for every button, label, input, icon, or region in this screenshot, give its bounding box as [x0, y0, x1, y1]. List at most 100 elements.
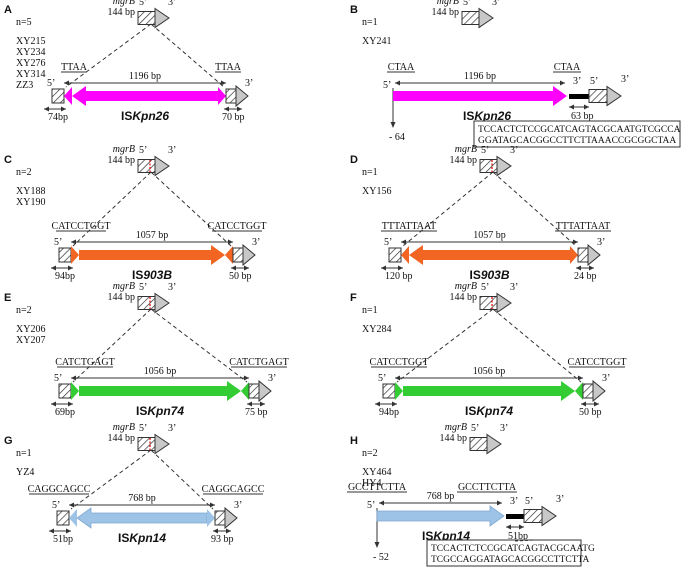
F-5prime: 5’ [378, 373, 386, 384]
C-right-dist-left-tip [231, 265, 236, 271]
B-sequence-line: GGATAGCACGGCCTTCTTAAACCGCGGCTAA [478, 136, 676, 146]
B-deletion: 63 bp [571, 111, 594, 122]
A-left-dist-right-tip [61, 106, 66, 112]
E-mgrB-arrow-head [154, 292, 170, 314]
C-ir-left [71, 246, 79, 264]
G-right-dist-right-tip [226, 528, 231, 534]
G-panel-letter: G [4, 435, 13, 447]
H-callout [514, 539, 535, 542]
B-sample-count: n=1 [362, 17, 378, 28]
C-right-flank [232, 247, 244, 263]
B-mgrB-insert-shaft [588, 89, 608, 103]
F-ir-right [575, 382, 583, 400]
B-panel-letter: B [350, 4, 358, 16]
B-mgr-3prime: 3’ [621, 74, 629, 85]
E-left-dist-right-tip [68, 401, 73, 407]
C-left-distance: 94bp [55, 271, 75, 282]
E-right-dist-left-tip [247, 401, 252, 407]
D-3prime: 3’ [597, 237, 605, 248]
E-ir-right [241, 382, 249, 400]
F-3prime: 3’ [602, 373, 610, 384]
F-length-dim-left-tip [395, 375, 400, 381]
A-length-dim-left-tip [64, 80, 69, 86]
D-mgrB-label: mgrB [455, 144, 477, 155]
A-top-3prime: 3’ [168, 0, 176, 8]
A-mgrB-arrow-head [154, 7, 170, 29]
E-left-dist-left-tip [51, 401, 56, 407]
C-right-dist-right-tip [244, 265, 249, 271]
G-strain: YZ4 [16, 467, 34, 478]
D-left-dist-right-tip [398, 265, 403, 271]
E-strain: XY206 [16, 324, 45, 335]
B-is-length: 1196 bp [464, 71, 496, 82]
D-5prime: 5’ [384, 237, 392, 248]
F-top-3prime: 3’ [510, 282, 518, 293]
C-left-dist-right-tip [68, 265, 73, 271]
B-is-3prime: 3’ [573, 76, 581, 87]
B-top-5prime: 5’ [463, 0, 471, 8]
C-ir-right [225, 246, 233, 264]
A-right-dist-right-tip [237, 106, 242, 112]
F-sample-count: n=1 [362, 305, 378, 316]
H-sequence-line: TCCACTCTCCGCATCAGTACGCAATG [431, 544, 595, 554]
H-mgr-5prime: 5’ [525, 496, 533, 507]
C-panel-letter: C [4, 154, 12, 166]
F-left-flank [382, 383, 396, 399]
E-is-label: ISKpn74 [136, 404, 184, 418]
B-5prime: 5’ [383, 80, 391, 91]
G-guide-left [70, 449, 152, 510]
F-guide-right [492, 308, 582, 383]
F-right-distance: 50 bp [579, 407, 602, 418]
B-strain: XY241 [362, 36, 391, 47]
A-sample-count: n=5 [16, 17, 32, 28]
A-5prime: 5’ [47, 78, 55, 89]
H-deleted-region [506, 514, 524, 519]
G-left-distance: 51bp [53, 534, 73, 545]
G-right-dist-left-tip [213, 528, 218, 534]
D-right-flank [577, 247, 589, 263]
B-is-label: ISKpn26 [463, 109, 511, 123]
F-ir-left [395, 382, 403, 400]
F-dr-right: CATCCTGGT [568, 357, 627, 368]
F-is-length: 1056 bp [473, 366, 506, 377]
D-left-distance: 120 bp [385, 271, 413, 282]
B-dr-right: CTAA [554, 62, 581, 73]
B-mgrB-arrow-head [478, 7, 494, 29]
F-dr-left: CATCCTGGT [370, 357, 429, 368]
E-mgrB-length: 144 bp [108, 292, 136, 303]
E-right-flank [248, 383, 260, 399]
D-right-dist-right-tip [589, 265, 594, 271]
B-deletion-dim-right-tip [584, 104, 589, 110]
F-right-head [592, 379, 606, 403]
D-length-dim-right-tip [573, 239, 578, 245]
B-mgrB-length: 144 bp [432, 7, 460, 18]
E-is-element [79, 381, 241, 401]
H-strain: XY464 [362, 467, 391, 478]
H-deletion-dim-left-tip [506, 524, 511, 530]
A-strain: XY215 [16, 36, 45, 47]
A-mgrB-arrow-shaft [137, 11, 156, 25]
H-top-5prime: 5’ [471, 423, 479, 434]
D-guide-left [402, 171, 494, 247]
B-mgrB-arrow-shaft [461, 11, 480, 25]
B-deleted-region [569, 94, 589, 99]
G-mgrB-label: mgrB [113, 422, 135, 433]
F-top-5prime: 5’ [481, 282, 489, 293]
H-mgrB-insert-head [541, 505, 557, 527]
D-mgrB-length: 144 bp [450, 155, 478, 166]
B-mgrB-insert-head [606, 85, 622, 107]
C-5prime: 5’ [54, 237, 62, 248]
G-right-head [224, 506, 238, 530]
B-mgrB-label: mgrB [437, 0, 459, 7]
F-is-element [403, 381, 575, 401]
H-is-length: 768 bp [427, 491, 455, 502]
H-sequence-line: TCGCCAGGATAGCACGGCCTTCTTA [431, 555, 590, 565]
F-mgrB-label: mgrB [455, 281, 477, 292]
F-strain: XY284 [362, 324, 391, 335]
B-dr-left: CTAA [388, 62, 415, 73]
A-guide-right [150, 23, 225, 88]
E-is-length: 1056 bp [144, 366, 177, 377]
C-dr-left: CATCCTGGT [52, 221, 111, 232]
B-length-dim-right-tip [560, 80, 565, 86]
E-sample-count: n=2 [16, 305, 32, 316]
